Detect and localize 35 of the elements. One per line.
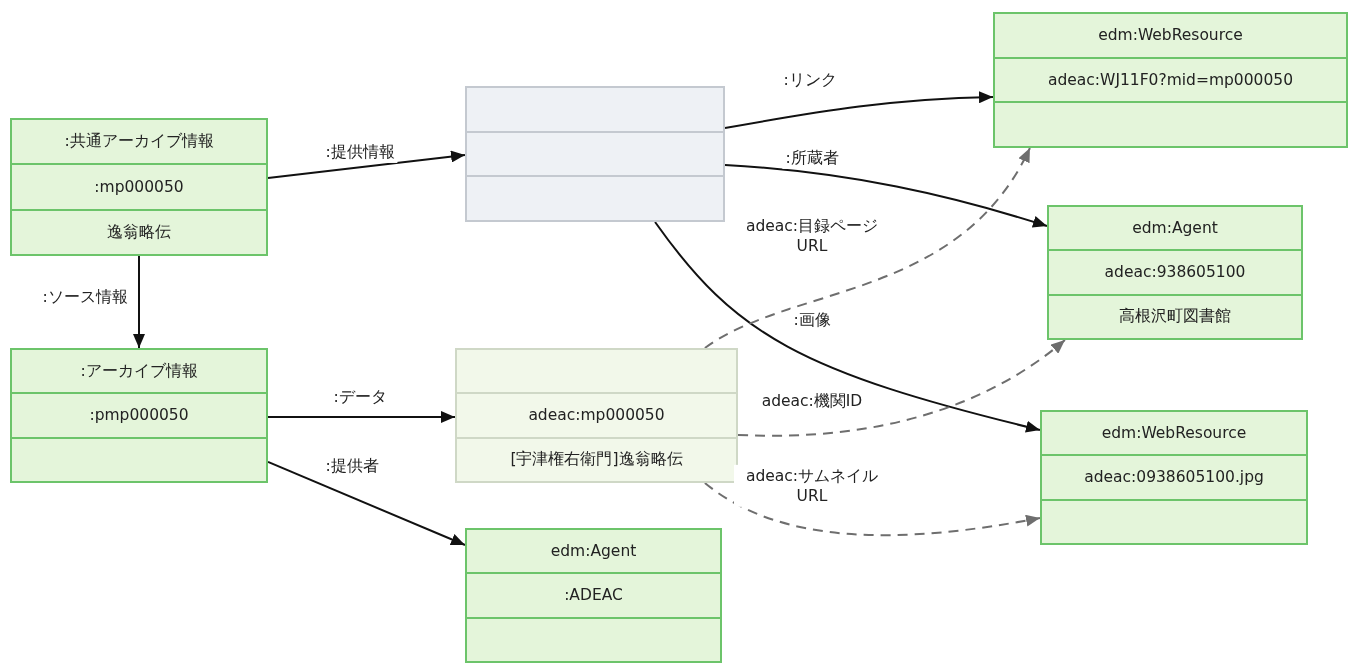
box-label: [宇津権右衛門]逸翁略伝 [510,449,683,471]
class-box [10,348,268,483]
empty-box [465,86,725,222]
box-label: :アーカイブ情報 [80,360,198,382]
arrow [267,150,466,180]
class-box [455,348,738,483]
box-label: adeac:mp000050 [528,406,665,425]
box-label: edm:WebResource [1098,26,1243,45]
class-box [465,528,722,663]
class-box [1040,410,1308,545]
box-label: adeac:0938605100.jpg [1084,468,1264,487]
arrow [654,221,1041,433]
box-label: :ADEAC [564,586,623,605]
box-label: edm:Agent [550,542,637,561]
arrow [724,164,1048,228]
dashed-arrow [737,339,1066,437]
box-label: adeac:WJ11F0?mid=mp000050 [1047,71,1294,89]
dashed-arrow [703,482,1041,537]
class-box [10,118,268,256]
box-label: 逸翁略伝 [107,221,171,243]
class-box [993,12,1348,148]
arrow [267,460,466,546]
box-label: edm:Agent [1132,219,1218,238]
arrow [267,411,456,423]
box-label: edm:WebResource [1101,424,1247,443]
arrow [724,91,994,129]
class-box [1047,205,1303,340]
arrow [133,255,145,349]
box-label: :pmp000050 [89,406,189,425]
box-label: adeac:938605100 [1104,263,1246,282]
box-label: 高根沢町図書館 [1119,306,1231,328]
box-label: :mp000050 [94,178,184,196]
box-label: :共通アーカイブ情報 [64,131,214,153]
dashed-arrow [703,147,1031,349]
edge-label: :所蔵者 [782,146,842,170]
